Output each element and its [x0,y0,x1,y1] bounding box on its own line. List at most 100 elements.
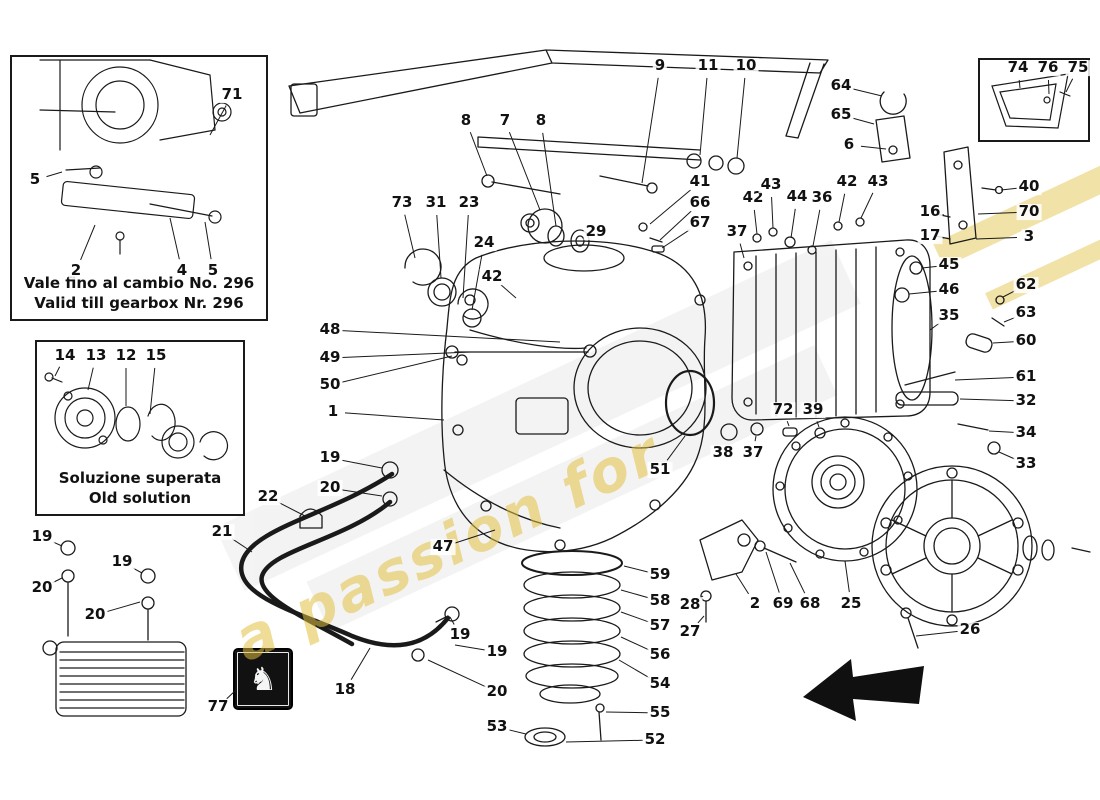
leader-line [915,630,959,637]
part-number-label: 26 [957,620,983,639]
leader-line [1003,317,1016,323]
leader-line [169,217,180,260]
part-number-label: 56 [647,645,673,664]
chassis-frame [288,49,829,161]
part-number-label: 42 [479,267,505,286]
part-number-label: 65 [828,105,854,124]
leader-line [341,351,471,358]
leader-line [1065,78,1074,93]
part-number-label: 77 [205,697,231,716]
leader-line [929,322,940,331]
control-unit-box: ♞ [233,648,293,710]
leader-line [735,573,750,595]
leader-line [623,565,649,573]
part-number-label: 19 [447,625,473,644]
leader-line [341,330,561,343]
part-number-label: 20 [82,605,108,624]
part-number-label: 50 [317,375,343,394]
part-number-label: 4 [174,261,190,280]
part-number-label: 2 [68,261,84,280]
part-number-label: 63 [1013,303,1039,322]
part-number-label: 8 [533,111,549,130]
part-number-label: 12 [113,346,139,365]
leader-line [977,211,1018,215]
part-number-label: 34 [1013,423,1039,442]
lower-bracket [699,519,797,623]
inset-shield-drawing [991,73,1071,129]
leader-line [649,189,692,225]
leader-line [52,541,63,547]
leader-line [350,647,371,680]
part-number-label: 21 [209,522,235,541]
leader-line [471,254,483,311]
part-number-label: 74 [1005,58,1031,77]
leader-line [204,221,212,260]
leader-line [992,341,1015,344]
part-number-label: 61 [1013,367,1039,386]
part-number-label: 43 [758,175,784,194]
part-number-label: 27 [677,622,703,641]
gearbox-cover [441,240,707,553]
inset-old-mount-drawing [39,59,232,255]
gasket-ring [664,369,716,437]
top-mount-parts [481,153,745,247]
leader-line [659,210,692,241]
part-number-label: 3 [1021,227,1037,246]
part-number-label: 49 [317,348,343,367]
leader-line [404,214,416,259]
part-number-label: 68 [797,594,823,613]
leader-line [1002,290,1016,298]
leader-line [341,459,383,469]
part-number-label: 5 [27,170,43,189]
leader-line [852,88,883,97]
leader-line [427,659,487,688]
part-number-label: 24 [471,233,497,252]
leader-line [739,243,745,259]
part-number-label: 59 [647,565,673,584]
part-number-label: 64 [828,76,854,95]
leader-line [921,265,938,269]
inset-caption-line1: Soluzione superata [58,469,222,488]
leader-line [998,451,1016,460]
part-number-label: 19 [484,642,510,661]
part-number-label: 52 [642,730,668,749]
leader-line [565,739,644,743]
part-number-label: 69 [770,594,796,613]
leader-line [641,77,659,184]
oil-hoses [238,461,460,662]
inset-box-old-solution: Soluzione superata Old solution [35,340,245,516]
part-number-label: 67 [687,213,713,232]
leader-line [661,229,691,249]
part-number-label: 23 [456,193,482,212]
leader-line [1047,79,1050,95]
part-number-label: 18 [332,680,358,699]
part-number-label: 36 [809,188,835,207]
oil-cooler [42,540,187,717]
part-number-label: 41 [687,172,713,191]
direction-arrow [803,659,924,721]
part-number-label: 1 [325,402,341,421]
inset-caption-line2: Valid till gearbox Nr. 296 [34,294,244,313]
part-number-label: 17 [917,226,943,245]
part-number-label: 11 [695,56,721,75]
part-number-label: 47 [430,537,456,556]
leader-line [80,224,96,261]
leader-line [697,615,705,624]
leader-line [341,489,383,497]
part-number-label: 2 [747,594,763,613]
leader-line [542,132,557,227]
part-number-label: 8 [458,111,474,130]
leader-line [508,729,527,735]
leader-line [789,562,806,594]
part-number-label: 46 [936,280,962,299]
leader-line [209,105,227,136]
bearing-circlip-parts [404,248,489,328]
leader-line [618,659,650,679]
leader-line [449,616,455,625]
part-number-label: 48 [317,320,343,339]
part-number-label: 9 [652,56,668,75]
leader-line [754,435,757,442]
part-number-label: 29 [583,222,609,241]
leader-line [699,77,708,156]
part-number-label: 37 [740,443,766,462]
